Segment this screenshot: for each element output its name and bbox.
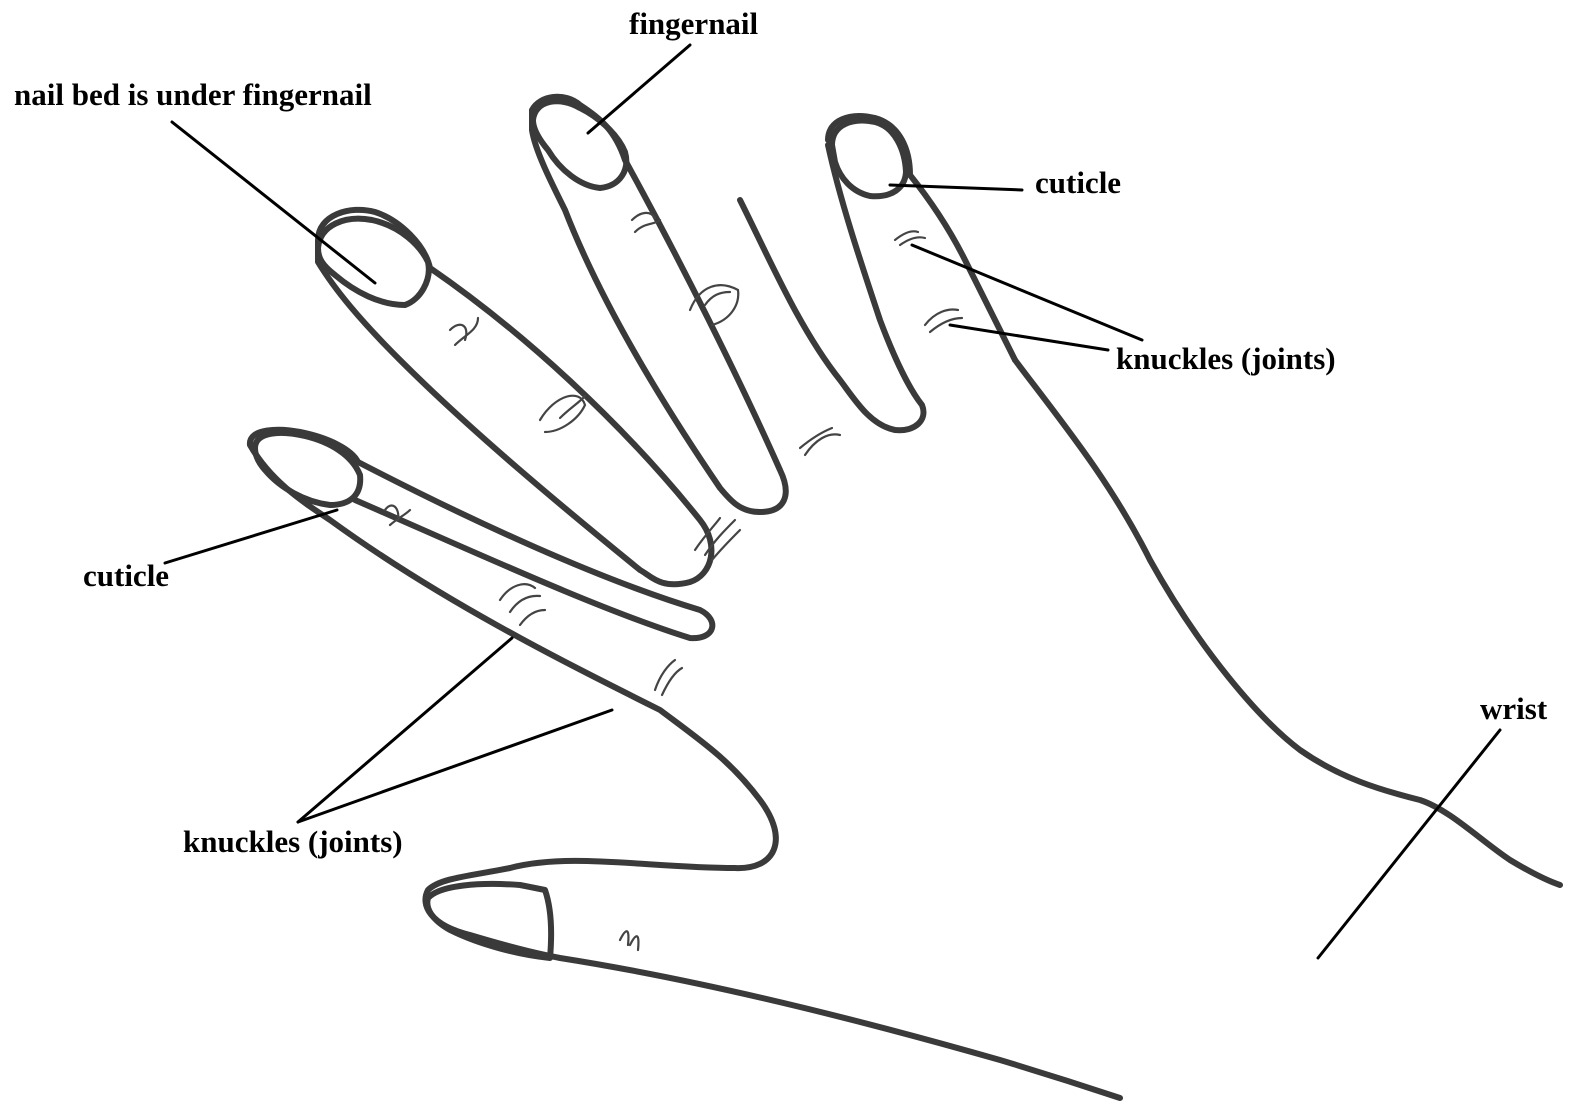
label-cuticle-right: cuticle xyxy=(1035,167,1121,198)
leader-cuticle-right xyxy=(890,185,1022,190)
crease xyxy=(925,310,962,332)
leader-fingernail xyxy=(588,45,690,133)
crease xyxy=(620,931,638,950)
ring-finger-outline xyxy=(318,210,711,584)
label-cuticle-left: cuticle xyxy=(83,560,169,591)
crease xyxy=(540,396,585,432)
label-knuckles-left: knuckles (joints) xyxy=(183,826,403,857)
leader-nail-bed xyxy=(172,122,375,283)
label-nail-bed: nail bed is under fingernail xyxy=(14,79,372,110)
hand-outline xyxy=(250,97,1560,1098)
label-knuckles-right: knuckles (joints) xyxy=(1116,343,1336,374)
leader-cuticle-left xyxy=(165,510,337,563)
hand-right-edge xyxy=(1015,360,1560,885)
leader-knuckles-left-a xyxy=(298,638,512,822)
crease xyxy=(450,318,478,345)
leader-knuckles-left-b xyxy=(298,710,612,822)
crease xyxy=(500,584,545,625)
crease xyxy=(655,660,682,695)
palm-lower-edge xyxy=(250,430,1120,1098)
leader-knuckles-right-b xyxy=(950,325,1108,350)
leader-wrist xyxy=(1318,730,1500,958)
crease xyxy=(895,231,925,245)
label-fingernail: fingernail xyxy=(629,8,758,39)
crease xyxy=(800,428,840,455)
leader-knuckles-right-a xyxy=(912,245,1142,340)
ring-fingernail xyxy=(318,219,429,305)
thumbnail xyxy=(427,884,551,958)
index-finger-outline xyxy=(740,116,1015,430)
middle-finger-outline xyxy=(532,97,786,512)
label-wrist: wrist xyxy=(1480,693,1547,724)
